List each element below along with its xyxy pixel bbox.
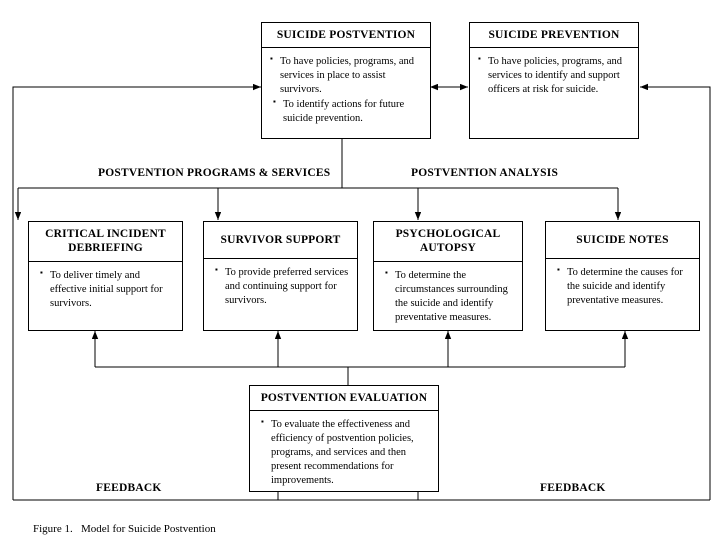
box-body-suicide-prevention: To have policies, programs, and services…: [470, 48, 638, 102]
feedback-label-left: FEEDBACK: [96, 482, 162, 494]
box-postvention-evaluation[interactable]: POSTVENTION EVALUATION To evaluate the e…: [249, 385, 439, 492]
box-psychological-autopsy[interactable]: PSYCHOLOGICAL AUTOPSY To determine the c…: [373, 221, 523, 331]
figure-caption-label: Figure 1.: [33, 523, 73, 535]
box-suicide-notes[interactable]: SUICIDE NOTES To determine the causes fo…: [545, 221, 700, 331]
box-title-critical-incident-debriefing: CRITICAL INCIDENT DEBRIEFING: [29, 222, 182, 262]
bullet-item: To have policies, programs, and services…: [270, 54, 422, 97]
box-body-postvention-evaluation: To evaluate the effectiveness and effici…: [250, 411, 438, 493]
feedback-label-right: FEEDBACK: [540, 482, 606, 494]
bullet-item: To identify actions for future suicide p…: [270, 97, 422, 126]
wire-feedback-left: [12, 83, 261, 500]
box-suicide-prevention[interactable]: SUICIDE PREVENTION To have policies, pro…: [469, 22, 639, 139]
box-body-suicide-notes: To determine the causes for the suicide …: [546, 259, 699, 313]
box-title-psychological-autopsy: PSYCHOLOGICAL AUTOPSY: [374, 222, 522, 262]
box-body-survivor-support: To provide preferred services and contin…: [204, 259, 357, 313]
bullet-item: To evaluate the effectiveness and effici…: [258, 417, 430, 488]
bullet-item: To determine the causes for the suicide …: [554, 265, 691, 308]
box-title-survivor-support: SURVIVOR SUPPORT: [204, 222, 357, 260]
box-critical-incident-debriefing[interactable]: CRITICAL INCIDENT DEBRIEFING To deliver …: [28, 221, 183, 331]
box-suicide-postvention[interactable]: SUICIDE POSTVENTION To have policies, pr…: [261, 22, 431, 139]
bullet-item: To deliver timely and effective initial …: [37, 268, 174, 311]
section-heading-programs-services: POSTVENTION PROGRAMS & SERVICES: [98, 167, 331, 179]
box-title-suicide-prevention: SUICIDE PREVENTION: [470, 23, 638, 49]
box-title-suicide-postvention: SUICIDE POSTVENTION: [262, 23, 430, 49]
box-survivor-support[interactable]: SURVIVOR SUPPORT To provide preferred se…: [203, 221, 358, 331]
bullet-item: To determine the circumstances surroundi…: [382, 268, 514, 325]
section-heading-analysis: POSTVENTION ANALYSIS: [411, 167, 559, 179]
wire-feedback-right: [640, 83, 711, 500]
box-title-postvention-evaluation: POSTVENTION EVALUATION: [250, 386, 438, 412]
box-title-suicide-notes: SUICIDE NOTES: [546, 222, 699, 260]
box-body-suicide-postvention: To have policies, programs, and services…: [262, 48, 430, 131]
figure-caption-title: Model for Suicide Postvention: [80, 523, 216, 535]
bullet-item: To have policies, programs, and services…: [478, 54, 630, 97]
box-body-psychological-autopsy: To determine the circumstances surroundi…: [374, 262, 522, 330]
box-body-critical-incident-debriefing: To deliver timely and effective initial …: [29, 262, 182, 316]
figure-caption: Figure 1. Model for Suicide Postvention: [22, 511, 216, 547]
bullet-item: To provide preferred services and contin…: [212, 265, 349, 308]
